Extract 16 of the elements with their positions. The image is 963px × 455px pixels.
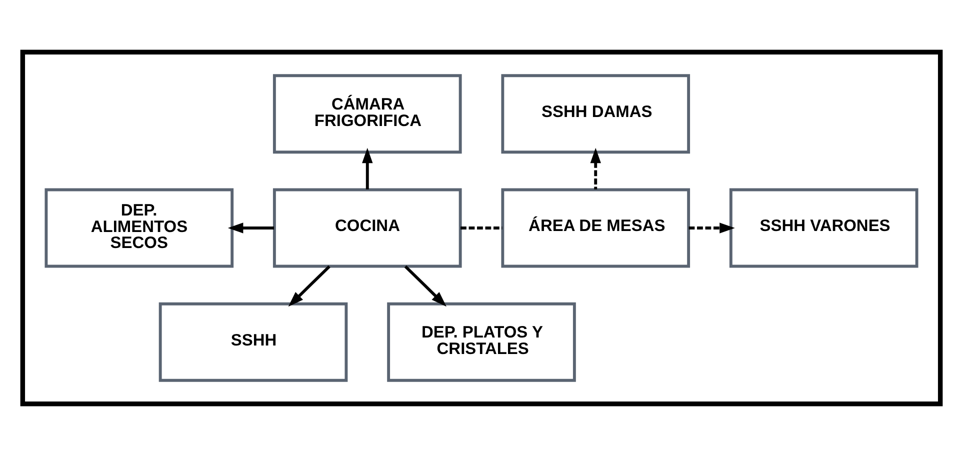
node-box: SSHH DAMAS <box>501 74 690 154</box>
node-box: COCINA <box>272 188 462 268</box>
connector <box>460 226 502 229</box>
node-box: DEP. ALIMENTOS SECOS <box>44 188 234 268</box>
node-box: CÁMARA FRIGORIFICA <box>272 74 462 154</box>
cluster <box>20 49 943 406</box>
arrow <box>688 222 735 233</box>
node-box: SSHH <box>158 302 348 382</box>
arrow <box>228 222 274 233</box>
node-box: SSHH VARONES <box>729 188 918 268</box>
arrow <box>404 264 446 306</box>
arrow <box>590 147 601 189</box>
arrow <box>288 264 330 306</box>
node-box: DEP. PLATOS Y CRISTALES <box>387 302 576 382</box>
node-box: ÁREA DE MESAS <box>501 188 690 268</box>
arrow <box>362 147 373 189</box>
